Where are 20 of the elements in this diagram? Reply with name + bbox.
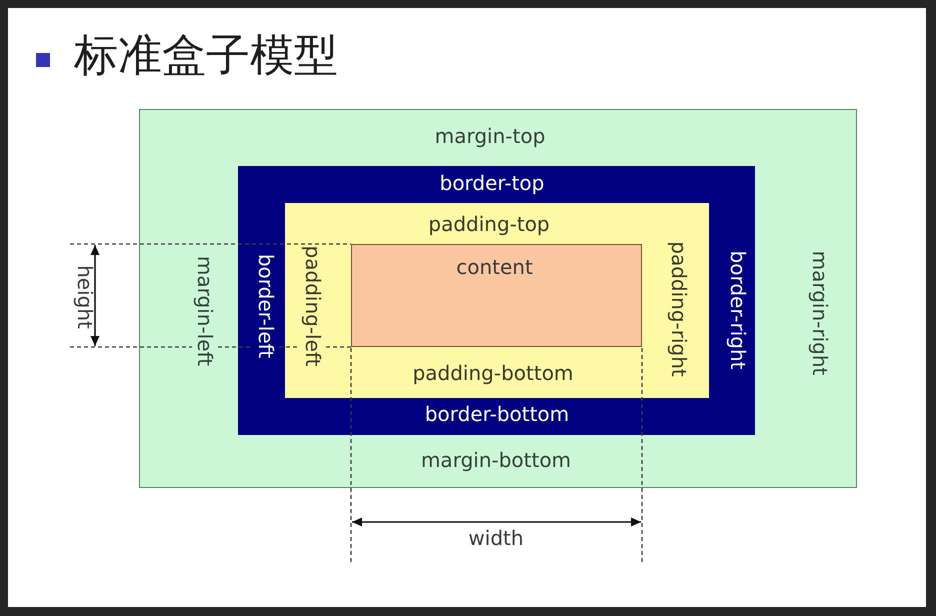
border-label: border-right xyxy=(728,250,748,370)
margin-label: margin-bottom xyxy=(420,450,572,470)
border-label: border-left xyxy=(256,254,276,358)
dimension-label: height xyxy=(75,265,95,329)
content-box xyxy=(351,244,642,347)
padding-label: padding-right xyxy=(669,241,689,377)
margin-label: margin-left xyxy=(195,256,215,366)
title: 标准盒子模型 xyxy=(74,34,338,78)
padding-label: padding-bottom xyxy=(412,363,574,383)
margin-label: margin-right xyxy=(810,250,830,376)
dimension-label: width xyxy=(468,528,524,548)
content-label: content xyxy=(456,256,533,276)
padding-box xyxy=(285,203,709,398)
margin-box xyxy=(139,109,857,488)
border-label: border-bottom xyxy=(424,404,570,424)
border-label: border-top xyxy=(440,173,544,193)
padding-label: padding-top xyxy=(428,214,550,234)
border-box xyxy=(238,166,755,435)
padding-label: padding-left xyxy=(303,246,323,366)
margin-label: margin-top xyxy=(434,126,546,146)
